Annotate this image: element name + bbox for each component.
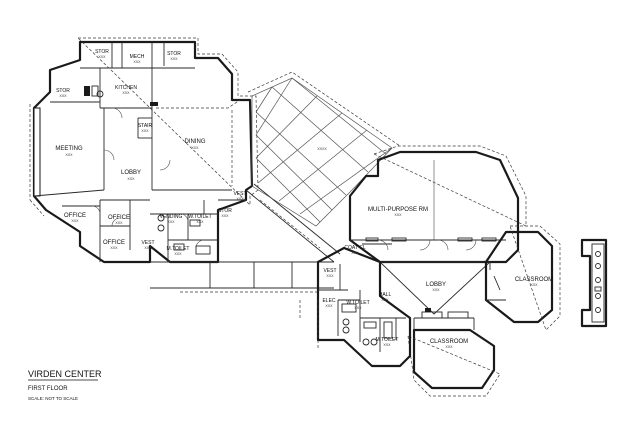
room-label-office: OFFICE: [108, 215, 130, 221]
room-label-stair: STAIR: [138, 123, 153, 129]
room-code: XXX: [144, 246, 152, 250]
room-code: XXX: [351, 251, 359, 255]
room-label-stor: STOR: [218, 208, 232, 214]
room-label-multi-purpose: MULTI-PURPOSE RM: [368, 207, 428, 213]
room-label-classroom: CLASSROOM: [515, 277, 553, 283]
room-code: XXX: [383, 343, 391, 347]
room-code: XXX: [170, 57, 178, 61]
room-label-lobby: LOBBY: [426, 282, 446, 288]
room-code: XXX: [133, 60, 141, 64]
room-label-elec: ELEC: [322, 298, 335, 304]
west-wing: STOR XXX MECH XXX STOR XXX STOR XXX KITC…: [29, 37, 259, 264]
room-label-stor: STOR: [95, 49, 109, 55]
room-label-hall: HALL: [379, 292, 392, 298]
room-code: XXX: [115, 221, 123, 225]
room-label-kitchen: KITCHEN: [115, 85, 137, 91]
room-code: XXX: [191, 146, 199, 150]
room-label-meeting: MEETING: [55, 146, 83, 152]
room-code: XXX: [141, 129, 149, 133]
plaza-grid: XXXX: [247, 71, 401, 227]
room-label-w-toilet: W.TOILET: [188, 214, 211, 220]
room-label-vest: VEST: [233, 191, 246, 197]
room-code: XXX: [394, 213, 402, 217]
room-code: XXX: [122, 91, 130, 95]
room-code: XXX: [354, 306, 362, 310]
title-block-floor: FIRST FLOOR: [28, 386, 68, 392]
title-block: VIRDEN CENTER FIRST FLOOR SCALE: NOT TO …: [28, 369, 102, 401]
room-label-classroom: CLASSROOM: [430, 339, 468, 345]
room-code: XXX: [167, 220, 175, 224]
room-code: XXX: [65, 153, 73, 157]
room-label-dining: DINING: [185, 139, 206, 145]
room-code: XXX: [98, 55, 106, 59]
room-label-office: OFFICE: [103, 240, 125, 246]
room-label-vending: VENDING: [160, 214, 183, 220]
title-block-scale: SCALE: NOT TO SCALE: [28, 396, 78, 401]
room-label-m-toilet: M.TOILET: [167, 246, 190, 252]
room-label-vest: VEST: [323, 268, 336, 274]
room-code: XXX: [445, 345, 453, 349]
room-code: XXX: [236, 197, 244, 201]
walkway: [150, 183, 341, 293]
room-label-w-toilet: W.TOILET: [346, 300, 369, 306]
room-label-mech: MECH: [130, 54, 145, 60]
room-code: XXX: [432, 288, 440, 292]
room-code: XXX: [59, 94, 67, 98]
room-label-coat-cl: COAT CL: [344, 245, 365, 251]
room-label-vest: VEST: [141, 240, 154, 246]
room-label-lobby: LOBBY: [121, 170, 141, 176]
room-code: XXX: [127, 177, 135, 181]
room-code: XXX: [196, 220, 204, 224]
room-code: XXX: [530, 283, 538, 287]
room-code: XXX: [110, 246, 118, 250]
room-code: XXX: [174, 252, 182, 256]
room-label-m-toilet: M.TOILET: [376, 337, 399, 343]
room-code: XXX: [325, 304, 333, 308]
room-code: XXX: [221, 214, 229, 218]
room-code: XXX: [71, 219, 79, 223]
room-label-office: OFFICE: [64, 213, 86, 219]
room-code: XXX: [381, 298, 389, 302]
plaza-code: XXXX: [317, 147, 327, 151]
room-label-stor: STOR: [56, 88, 70, 94]
room-label-stor: STOR: [167, 51, 181, 57]
room-code: XXX: [326, 274, 334, 278]
east-canopy: [580, 238, 608, 328]
east-wing: MULTI-PURPOSE RM XXX COAT CL XXX VEST XX…: [299, 145, 561, 397]
title-block-name: VIRDEN CENTER: [28, 369, 102, 379]
